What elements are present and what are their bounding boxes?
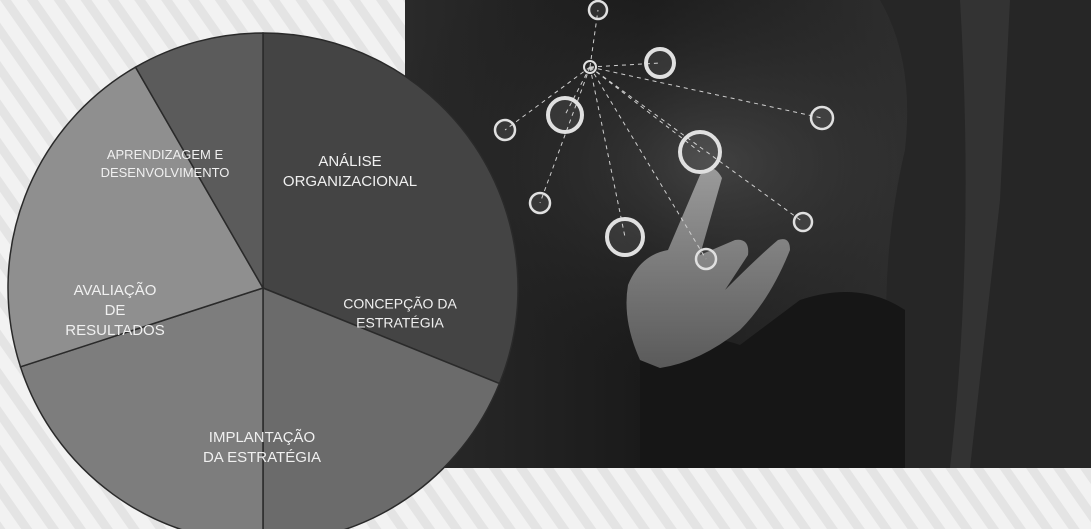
cycle-segment bbox=[7, 66, 265, 368]
cycle-segment-label-line: DA ESTRATÉGIA bbox=[203, 449, 321, 466]
cycle-segment-label: APRENDIZAGEM E DESENVOLVIMENTO bbox=[101, 147, 230, 180]
cycle-segment-label-line: ESTRATÉGIA bbox=[356, 315, 444, 331]
network-link bbox=[589, 66, 707, 260]
network-nodes bbox=[493, 0, 835, 271]
network-link bbox=[589, 62, 661, 68]
network-link bbox=[589, 66, 626, 238]
network-node bbox=[792, 211, 814, 233]
cycle-segment bbox=[19, 286, 264, 529]
network-link bbox=[539, 66, 591, 204]
network-node bbox=[678, 130, 722, 174]
network-link bbox=[589, 9, 599, 68]
network-node bbox=[546, 96, 584, 134]
network-node bbox=[605, 217, 645, 257]
network-node bbox=[644, 47, 676, 79]
cycle-segment-label: AVALIAÇÃO DE RESULTADOS bbox=[65, 282, 164, 339]
cycle-segment-label-line: ORGANIZACIONAL bbox=[283, 173, 417, 190]
network-link bbox=[589, 66, 804, 223]
cycle-segment-label: ANÁLISE ORGANIZACIONAL bbox=[283, 153, 417, 190]
network-hub-node bbox=[583, 60, 597, 74]
network-link bbox=[564, 66, 591, 116]
sleeve bbox=[640, 292, 905, 468]
network-node bbox=[809, 105, 835, 131]
cycle-segment-label-line: DESENVOLVIMENTO bbox=[101, 165, 230, 180]
photo-panel bbox=[405, 0, 1091, 468]
network-node bbox=[528, 191, 552, 215]
cycle-segment-label: IMPLANTAÇÃO DA ESTRATÉGIA bbox=[203, 429, 321, 466]
cycle-segment bbox=[134, 32, 264, 291]
cycle-segment-label-line: AVALIAÇÃO bbox=[74, 282, 157, 299]
cycle-segment-label-line: CONCEPÇÃO DA bbox=[343, 296, 457, 312]
network-link bbox=[504, 66, 591, 131]
network-lines bbox=[504, 9, 823, 260]
cycle-segment bbox=[262, 32, 519, 385]
cycle-segment-label-line: ANÁLISE bbox=[318, 153, 381, 170]
cycle-segment-label-line: RESULTADOS bbox=[65, 322, 164, 339]
network-link bbox=[589, 66, 701, 153]
cycle-segment bbox=[262, 286, 501, 529]
cycle-segment-label: CONCEPÇÃO DA ESTRATÉGIA bbox=[343, 296, 457, 331]
cycle-diagram: ANÁLISE ORGANIZACIONAL CONCEPÇÃO DA ESTRATÉ… bbox=[7, 32, 519, 529]
suit-lapel bbox=[950, 0, 1010, 468]
cycle-segment-label-line: APRENDIZAGEM E bbox=[107, 147, 224, 162]
network-node bbox=[493, 118, 517, 142]
cycle-segment-label-line: IMPLANTAÇÃO bbox=[209, 429, 315, 446]
cycle-segment-label-line: DE bbox=[105, 302, 126, 319]
network-node bbox=[587, 0, 609, 21]
network-node bbox=[694, 247, 718, 271]
